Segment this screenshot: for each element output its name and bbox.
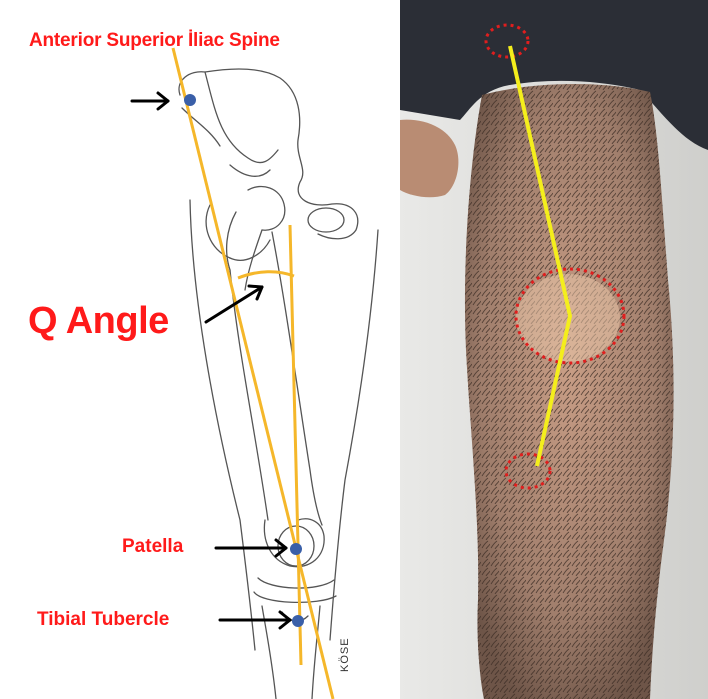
asis-landmark-dot bbox=[184, 94, 196, 106]
patella-landmark-dot bbox=[290, 543, 302, 555]
patella-arrow-icon bbox=[216, 540, 286, 556]
asis-label: Anterior Superior İliac Spine bbox=[29, 30, 280, 52]
patella-to-tubercle-line bbox=[290, 225, 301, 665]
asis-arrow-icon bbox=[132, 93, 168, 109]
patella-label: Patella bbox=[122, 536, 183, 558]
tibial-tubercle-label: Tibial Tubercle bbox=[37, 609, 169, 631]
bone-drawing: KÖSE bbox=[0, 0, 397, 699]
knee-photo-panel bbox=[400, 0, 708, 699]
artist-signature: KÖSE bbox=[339, 637, 351, 672]
q-angle-label: Q Angle bbox=[28, 300, 169, 343]
anatomy-illustration-panel: KÖSE Anterior Superior İliac Spine Q Ang… bbox=[0, 0, 397, 699]
pelvis-outline bbox=[179, 69, 358, 239]
knee-photo bbox=[400, 0, 708, 699]
tibial-tubercle-landmark-dot bbox=[292, 615, 304, 627]
tibial-tubercle-arrow-icon bbox=[220, 612, 290, 628]
asis-to-patella-line bbox=[173, 48, 333, 699]
q-angle-arc bbox=[238, 272, 294, 278]
